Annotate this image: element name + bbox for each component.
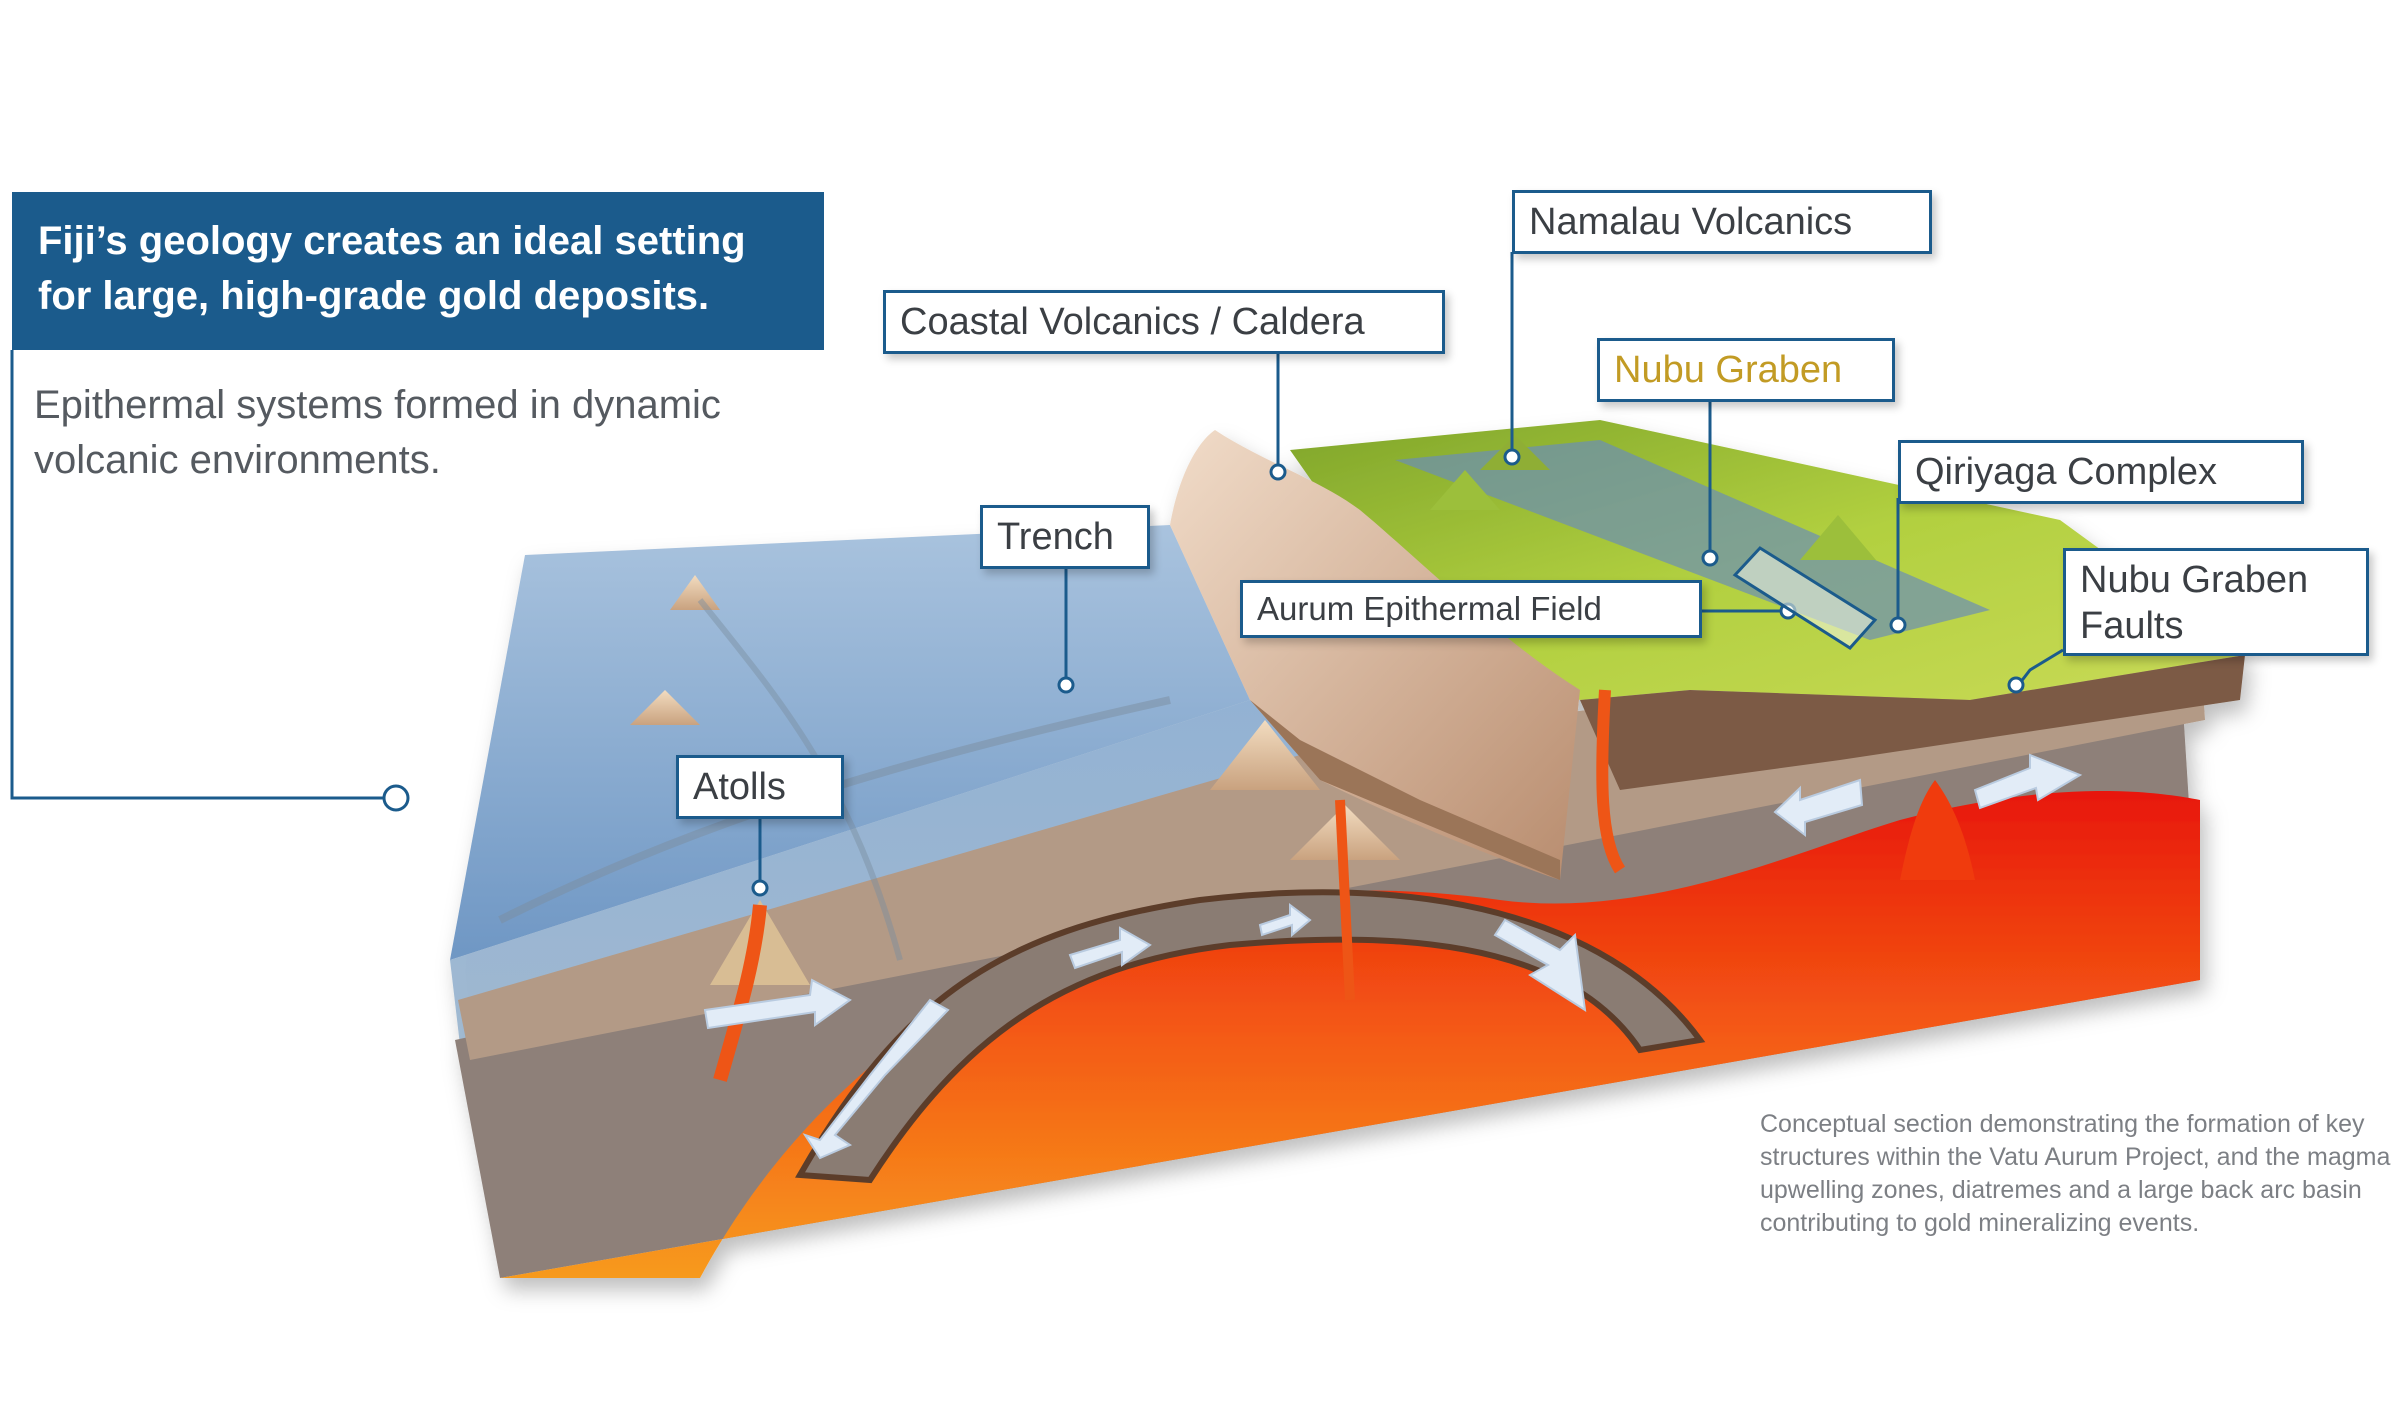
label-nubu-graben: Nubu Graben	[1597, 338, 1895, 402]
subheadline-text: Epithermal systems formed in dynamic vol…	[34, 378, 794, 488]
label-trench: Trench	[980, 505, 1150, 569]
dot-nubu-graben	[1703, 551, 1717, 565]
dot-coastal	[1271, 465, 1285, 479]
leader-endpoint	[384, 786, 408, 810]
label-text: Trench	[997, 516, 1114, 558]
label-atolls: Atolls	[676, 755, 844, 819]
dot-qiriyaga	[1891, 618, 1905, 632]
label-text: Aurum Epithermal Field	[1257, 590, 1602, 627]
label-nubu-graben-faults: Nubu Graben Faults	[2063, 548, 2369, 656]
label-namalau-volcanics: Namalau Volcanics	[1512, 190, 1932, 254]
label-text: Atolls	[693, 766, 786, 808]
dot-faults	[2009, 678, 2023, 692]
headline-box: Fiji’s geology creates an ideal setting …	[12, 192, 824, 350]
dot-trench	[1059, 678, 1073, 692]
label-text: Coastal Volcanics / Caldera	[900, 301, 1365, 343]
dot-namalau	[1505, 450, 1519, 464]
label-text: Namalau Volcanics	[1529, 201, 1852, 243]
diagram-caption: Conceptual section demonstrating the for…	[1760, 1108, 2400, 1240]
label-text: Nubu Graben	[1614, 349, 1842, 391]
label-text: Nubu Graben Faults	[2080, 559, 2308, 647]
dot-atolls	[753, 881, 767, 895]
headline-text: Fiji’s geology creates an ideal setting …	[38, 219, 746, 318]
label-text: Qiriyaga Complex	[1915, 451, 2217, 493]
label-qiriyaga-complex: Qiriyaga Complex	[1898, 440, 2304, 504]
label-coastal-volcanics: Coastal Volcanics / Caldera	[883, 290, 1445, 354]
label-aurum-epithermal-field: Aurum Epithermal Field	[1240, 580, 1702, 638]
